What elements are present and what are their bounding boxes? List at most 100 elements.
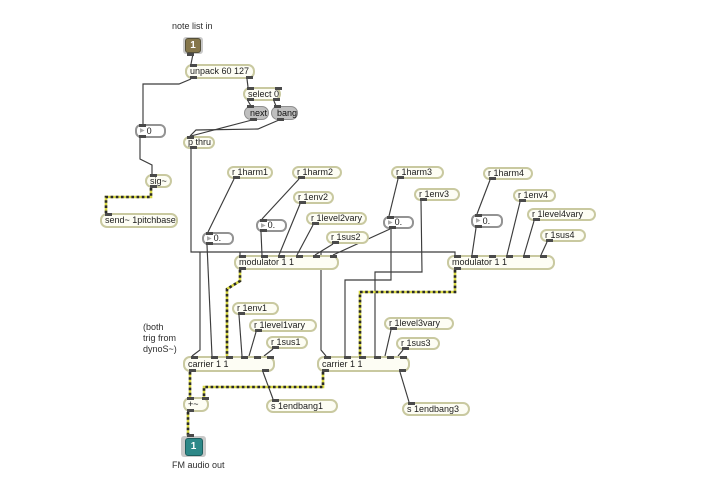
receive-1harm3[interactable]: r 1harm3 [391, 166, 444, 179]
inlet-stub [324, 356, 331, 359]
signal-cord [358, 270, 457, 356]
outlet-stub [420, 198, 427, 201]
float-box-harm3[interactable]: ▶0. [383, 216, 414, 229]
inlet-stub [344, 356, 351, 359]
object-select[interactable]: select 0 [243, 87, 282, 101]
signal-cord [225, 270, 242, 356]
signal-cord [202, 372, 325, 397]
inlet-stub [190, 64, 197, 67]
outlet-stub [272, 346, 279, 349]
number-box-pitch[interactable]: ▶0 [135, 124, 166, 138]
inlet-stub [506, 255, 513, 258]
patch-cord [207, 178, 235, 233]
object-p-thru[interactable]: p thru [183, 136, 215, 149]
receive-1env4[interactable]: r 1env4 [513, 189, 556, 202]
outlet-stub [454, 267, 461, 270]
object-send-endbang3[interactable]: s 1endbang3 [402, 402, 470, 416]
object-modulator-2-label: modulator 1 1 [452, 257, 508, 267]
receive-1level1vary[interactable]: r 1level1vary [249, 319, 317, 332]
outlet-stub [260, 229, 267, 232]
receive-1harm2-label: r 1harm2 [297, 167, 334, 177]
receive-1env3[interactable]: r 1env3 [414, 188, 460, 201]
outlet-stub [399, 369, 406, 372]
float-box-harm3-label: 0. [394, 217, 403, 227]
float-box-harm4[interactable]: ▶0. [471, 214, 503, 228]
inlet-stub [374, 356, 381, 359]
comment-fm-audio-out: FM audio out [172, 460, 225, 471]
outlet-stub [189, 369, 196, 372]
receive-1sus2[interactable]: r 1sus2 [326, 231, 369, 244]
receive-1env2[interactable]: r 1env2 [293, 191, 334, 204]
float-box-harm1[interactable]: ▶0. [202, 232, 234, 245]
receive-1env1[interactable]: r 1env1 [232, 302, 279, 315]
number-box-triangle-icon: ▶ [261, 222, 266, 229]
inlet-stub [330, 255, 337, 258]
object-carrier-1-label: carrier 1 1 [188, 358, 229, 369]
object-plus-tilde[interactable]: +~ [183, 397, 209, 412]
outlet-stub [233, 176, 240, 179]
patcher-outlet-1[interactable]: 1 [181, 434, 206, 457]
outlet-stub [250, 118, 257, 121]
inlet-stub [296, 255, 303, 258]
object-modulator-2[interactable]: modulator 1 1 [447, 255, 555, 270]
object-sig[interactable]: sig~ [145, 174, 172, 188]
patch-cord [506, 201, 521, 256]
inlet-stub [272, 399, 279, 402]
outlet-stub [262, 369, 269, 372]
signal-cord [202, 372, 325, 397]
float-box-harm4-label: 0. [482, 215, 491, 226]
message-bang[interactable]: bang [271, 105, 298, 121]
object-send-pitchbase-label: send~ 1pitchbase [105, 215, 176, 225]
inlet-stub [387, 216, 394, 219]
patch-cord [314, 243, 334, 256]
comment-note-list-in-line: note list in [172, 21, 213, 31]
number-box-triangle-icon: ▶ [476, 218, 481, 224]
receive-1env1-label: r 1env1 [237, 303, 268, 313]
float-box-harm2-label: 0. [267, 220, 276, 230]
receive-1harm2[interactable]: r 1harm2 [292, 166, 342, 179]
message-next-label: next [250, 107, 268, 118]
patch-cord [476, 179, 491, 215]
float-box-harm2[interactable]: ▶0. [256, 219, 287, 232]
inlet-stub [359, 356, 366, 359]
receive-1level3vary[interactable]: r 1level3vary [384, 317, 454, 330]
receive-1harm1-label: r 1harm1 [232, 167, 269, 177]
object-carrier-2-label: carrier 1 1 [322, 358, 363, 369]
object-send-endbang1[interactable]: s 1endbang1 [266, 399, 338, 413]
object-unpack[interactable]: unpack 60 127 [185, 64, 255, 79]
receive-1level4vary[interactable]: r 1level4vary [527, 208, 596, 221]
object-unpack-label: unpack 60 127 [190, 66, 250, 76]
receive-1harm1[interactable]: r 1harm1 [227, 166, 273, 179]
message-next[interactable]: next [244, 105, 269, 121]
inlet-stub [247, 87, 254, 90]
receive-1harm4[interactable]: r 1harm4 [483, 167, 533, 180]
receive-1level2vary[interactable]: r 1level2vary [306, 212, 367, 225]
receive-1level1vary-label: r 1level1vary [254, 320, 306, 330]
outlet-stub [238, 312, 245, 315]
object-carrier-1[interactable]: carrier 1 1 [183, 356, 275, 372]
patcher-inlet-1[interactable]: 1 [183, 37, 203, 56]
object-modulator-1[interactable]: modulator 1 1 [234, 255, 339, 270]
outlet-stub [312, 222, 319, 225]
patcher-inlet-1-label: 1 [185, 38, 201, 53]
object-modulator-1-label: modulator 1 1 [239, 257, 295, 267]
outlet-stub [390, 327, 397, 330]
outlet-stub [255, 329, 262, 332]
patch-cord [471, 227, 477, 256]
receive-1harm4-label: r 1harm4 [488, 168, 525, 178]
receive-1sus4[interactable]: r 1sus4 [540, 229, 586, 242]
inlet-stub [105, 213, 112, 216]
outlet-stub [150, 185, 157, 188]
outlet-stub [519, 199, 526, 202]
outlet-stub [190, 146, 197, 149]
receive-1sus1[interactable]: r 1sus1 [266, 336, 308, 349]
object-carrier-2[interactable]: carrier 1 1 [317, 356, 410, 372]
outlet-stub [389, 226, 396, 229]
receive-1sus3[interactable]: r 1sus3 [396, 337, 440, 350]
object-send-pitchbase[interactable]: send~ 1pitchbase [100, 213, 178, 228]
outlet-stub [533, 218, 540, 221]
receive-1harm3-label: r 1harm3 [396, 167, 433, 177]
receive-1sus1-label: r 1sus1 [271, 337, 301, 347]
outlet-stub [322, 369, 329, 372]
outlet-stub [397, 176, 404, 179]
